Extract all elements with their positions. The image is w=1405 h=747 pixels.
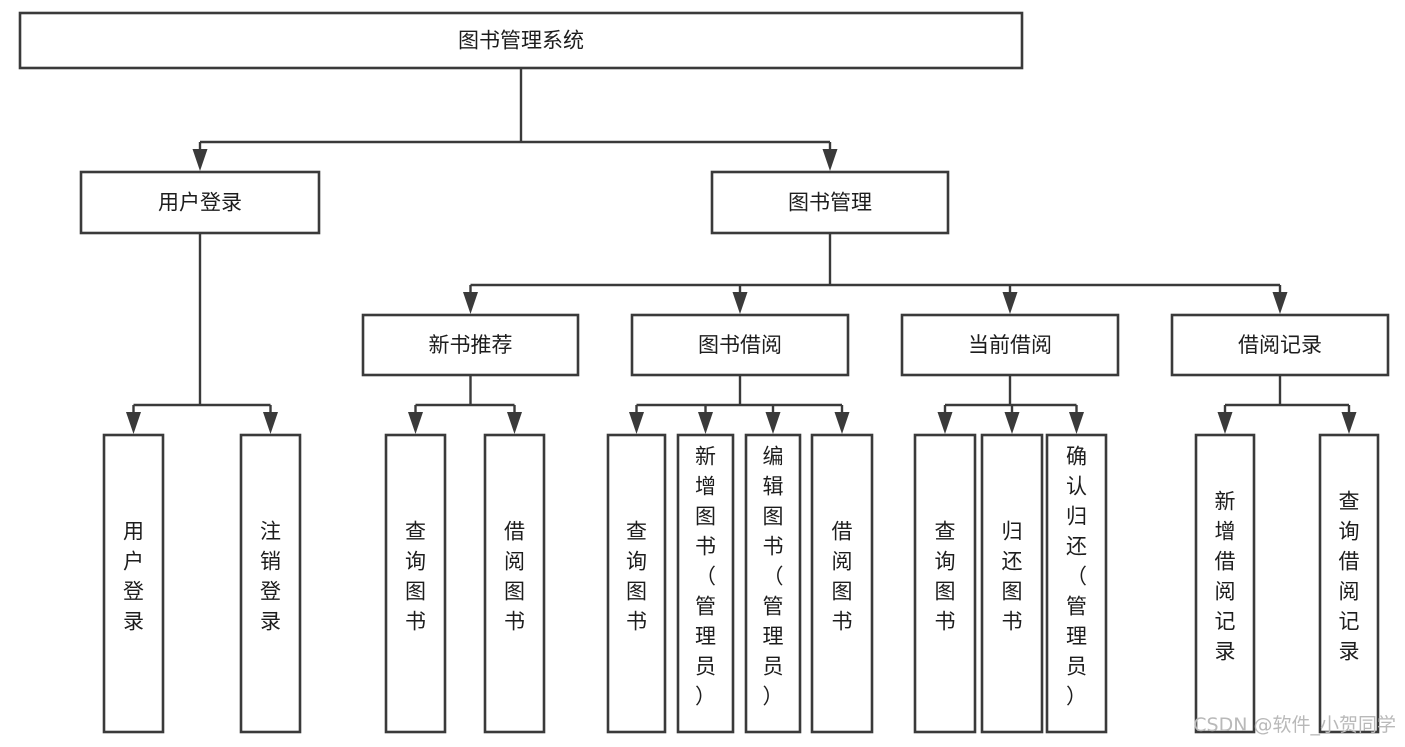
node-box[interactable] (676, 433, 735, 734)
node-leaf-query-book-cur[interactable]: 查询图书 (913, 433, 977, 734)
node-label: 借阅图书 (832, 520, 853, 634)
node-leaf-add-record[interactable]: 新增借阅记录 (1194, 433, 1256, 734)
arrow-head-icon (765, 412, 781, 434)
arrow-head-icon (698, 412, 713, 434)
nodes-layer: 图书管理系统用户登录图书管理新书推荐图书借阅当前借阅借阅记录用户登录注销登录查询… (18, 11, 1390, 734)
arrow-head-icon (1341, 412, 1357, 434)
node-leaf-query-book-borrow[interactable]: 查询图书 (606, 433, 667, 734)
node-box[interactable] (361, 313, 580, 377)
node-label: 借阅图书 (504, 520, 525, 634)
node-label: 查询图书 (626, 520, 647, 634)
edge-group (126, 233, 278, 434)
node-book-management[interactable]: 图书管理 (710, 170, 950, 235)
node-leaf-return-book[interactable]: 归还图书 (980, 433, 1044, 734)
node-label: 新增借阅记录 (1215, 490, 1236, 664)
node-leaf-add-book[interactable]: 新增图书（管理员） (676, 433, 735, 734)
arrow-head-icon (126, 412, 141, 434)
edge-group (192, 68, 838, 171)
node-label: 确认归还（管理员） (1066, 445, 1087, 709)
node-user-login[interactable]: 用户登录 (79, 170, 321, 235)
node-box[interactable] (980, 433, 1044, 734)
arrow-head-icon (463, 292, 478, 314)
edges-layer (126, 68, 1357, 434)
node-label: 用户登录 (123, 520, 144, 634)
node-leaf-edit-book[interactable]: 编辑图书（管理员） (744, 433, 802, 734)
node-leaf-confirm-return[interactable]: 确认归还（管理员） (1045, 433, 1108, 734)
arrow-head-icon (1217, 412, 1233, 434)
node-root[interactable]: 图书管理系统 (18, 11, 1024, 70)
node-box[interactable] (1318, 433, 1380, 734)
node-box[interactable] (744, 433, 802, 734)
node-borrow-record[interactable]: 借阅记录 (1170, 313, 1390, 377)
node-label: 查询图书 (405, 520, 426, 634)
node-box[interactable] (1045, 433, 1108, 734)
edge-group (408, 375, 522, 434)
node-label: 用户登录 (158, 191, 242, 215)
edge-group (629, 375, 850, 434)
arrow-head-icon (1069, 412, 1084, 434)
node-label: 当前借阅 (968, 333, 1052, 357)
node-label: 图书管理系统 (458, 29, 584, 53)
node-label: 借阅记录 (1238, 333, 1322, 357)
arrow-head-icon (192, 149, 208, 171)
arrow-head-icon (937, 412, 953, 434)
node-leaf-query-book-rec[interactable]: 查询图书 (384, 433, 447, 734)
node-box[interactable] (102, 433, 165, 734)
node-label: 新增图书（管理员） (695, 445, 716, 709)
arrow-head-icon (822, 149, 838, 171)
node-box[interactable] (913, 433, 977, 734)
node-box[interactable] (1194, 433, 1256, 734)
node-leaf-borrow-book-rec[interactable]: 借阅图书 (483, 433, 546, 734)
node-box[interactable] (810, 433, 874, 734)
arrow-head-icon (1002, 292, 1018, 314)
arrow-head-icon (629, 412, 644, 434)
arrow-head-icon (732, 292, 748, 314)
edge-group (463, 233, 1288, 314)
arrow-head-icon (1272, 292, 1288, 314)
node-label: 图书借阅 (698, 333, 782, 357)
node-box[interactable] (239, 433, 302, 734)
node-label: 查询借阅记录 (1339, 490, 1360, 664)
csdn-watermark: CSDN @软件_小贺同学 (1193, 714, 1396, 736)
node-label: 归还图书 (1002, 520, 1023, 634)
node-leaf-borrow-book[interactable]: 借阅图书 (810, 433, 874, 734)
node-box[interactable] (606, 433, 667, 734)
arrow-head-icon (507, 412, 522, 434)
node-label: 注销登录 (260, 520, 281, 634)
node-book-borrow[interactable]: 图书借阅 (630, 313, 850, 377)
arrow-head-icon (1004, 412, 1020, 434)
node-current-borrow[interactable]: 当前借阅 (900, 313, 1120, 377)
node-leaf-query-record[interactable]: 查询借阅记录 (1318, 433, 1380, 734)
node-label: 编辑图书（管理员） (763, 445, 784, 709)
node-box[interactable] (79, 170, 321, 235)
arrow-head-icon (408, 412, 423, 434)
edge-group (1217, 375, 1357, 434)
node-box[interactable] (900, 313, 1120, 377)
node-box[interactable] (18, 11, 1024, 70)
node-label: 新书推荐 (429, 333, 513, 357)
node-label: 查询图书 (935, 520, 956, 634)
node-box[interactable] (630, 313, 850, 377)
arrow-head-icon (834, 412, 850, 434)
node-leaf-user-login[interactable]: 用户登录 (102, 433, 165, 734)
node-new-book-recommend[interactable]: 新书推荐 (361, 313, 580, 377)
node-leaf-logout[interactable]: 注销登录 (239, 433, 302, 734)
node-box[interactable] (384, 433, 447, 734)
node-box[interactable] (483, 433, 546, 734)
node-label: 图书管理 (788, 191, 872, 215)
node-box[interactable] (710, 170, 950, 235)
edge-group (937, 375, 1084, 434)
arrow-head-icon (263, 412, 278, 434)
node-box[interactable] (1170, 313, 1390, 377)
